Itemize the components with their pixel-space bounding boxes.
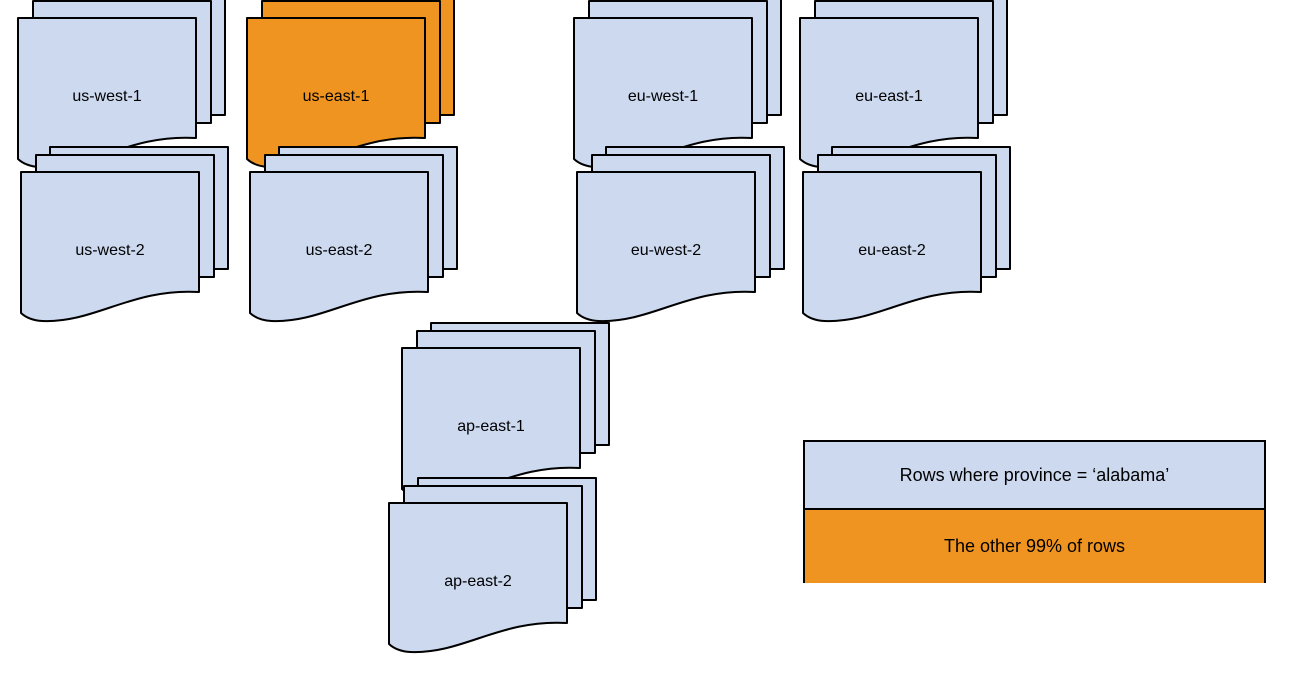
document-stack-eu-east-1[interactable]: eu-east-1 [799, 0, 1013, 178]
document-sheet-front [20, 171, 200, 323]
document-stack-us-east-1[interactable]: us-east-1 [246, 0, 460, 178]
document-stack-eu-west-2[interactable]: eu-west-2 [576, 146, 790, 332]
document-sheet-front [573, 17, 753, 169]
legend-orange: The other 99% of rows [805, 510, 1264, 583]
document-stack-shape-us-east-1 [246, 0, 455, 169]
document-stack-us-west-2[interactable]: us-west-2 [20, 146, 234, 332]
document-sheet-front [401, 347, 581, 499]
document-sheet-front [17, 17, 197, 169]
document-stack-ap-east-2[interactable]: ap-east-2 [388, 477, 602, 663]
document-stack-shape-us-east-2 [249, 146, 458, 323]
document-stack-shape-ap-east-2 [388, 477, 597, 654]
document-stack-eu-east-2[interactable]: eu-east-2 [802, 146, 1016, 332]
document-sheet-front [249, 171, 429, 323]
document-stack-shape-eu-east-1 [799, 0, 1008, 169]
document-stack-us-west-1[interactable]: us-west-1 [17, 0, 231, 178]
document-stack-shape-eu-west-1 [573, 0, 782, 169]
document-sheet-front [799, 17, 979, 169]
document-stack-shape-eu-east-2 [802, 146, 1011, 323]
document-stack-shape-ap-east-1 [401, 322, 610, 499]
document-sheet-front [246, 17, 426, 169]
document-stack-us-east-2[interactable]: us-east-2 [249, 146, 463, 332]
document-stack-shape-us-west-1 [17, 0, 226, 169]
document-sheet-front [576, 171, 756, 323]
legend-blue-text: Rows where province = ‘alabama’ [899, 464, 1170, 485]
document-sheet-front [802, 171, 982, 323]
legend: Rows where province = ‘alabama’ The other… [803, 440, 1266, 583]
legend-blue: Rows where province = ‘alabama’ [805, 442, 1264, 510]
document-sheet-front [388, 502, 568, 654]
document-stack-shape-eu-west-2 [576, 146, 785, 323]
document-stack-shape-us-west-2 [20, 146, 229, 323]
legend-orange-text: The other 99% of rows [943, 536, 1126, 556]
document-stack-eu-west-1[interactable]: eu-west-1 [573, 0, 787, 178]
